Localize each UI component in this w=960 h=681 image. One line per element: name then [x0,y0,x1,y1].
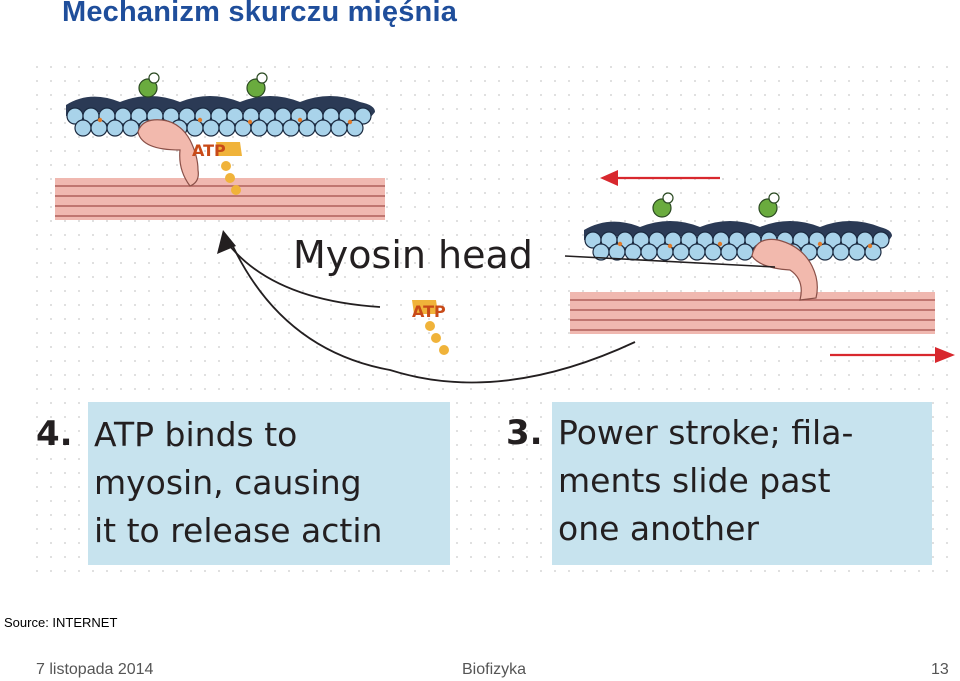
thick-filament-left [55,178,385,220]
step-3-line-2: ments slide past [558,461,831,500]
step-4-caption: 4. ATP binds to myosin, causing it to re… [36,402,450,565]
troponin-complex-right [652,192,780,218]
step-3-caption: 3. Power stroke; fila- ments slide past … [506,402,932,565]
muscle-contraction-diagram: ATP Myosin head [30,60,960,575]
atp-icon: ATP [192,141,242,195]
atp-icon-mid: ATP [412,300,449,355]
myosin-pointer-line [564,255,776,268]
curved-arrow-outer [229,239,636,384]
footer-date: 7 listopada 2014 [36,661,154,678]
step-4-line-1: ATP binds to [94,415,297,454]
thick-filament-right [570,292,935,334]
myosin-head-right-icon [751,238,818,301]
step-3-line-3: one another [558,509,759,548]
step-4-line-2: myosin, causing [94,463,362,502]
atp-label-top: ATP [192,141,226,160]
slide-title: Mechanizm skurczu mięśnia [62,0,458,28]
footer-subject: Biofizyka [462,661,527,678]
page-number: 13 [931,661,949,678]
caption-box-3 [552,402,932,565]
atp-label-mid: ATP [412,302,446,321]
arrow-left-icon [600,170,720,186]
troponin-complex [138,72,268,98]
arrow-right-icon [830,347,955,363]
source-note: Source: INTERNET [4,615,118,630]
myosin-head-icon [137,119,199,187]
step-4-number: 4. [36,414,73,454]
step-3-line-1: Power stroke; fila- [558,413,853,452]
myosin-head-label: Myosin head [293,233,533,277]
step-3-number: 3. [506,413,543,453]
step-4-line-3: it to release actin [94,511,382,550]
caption-box-4 [88,402,450,565]
arrow-head-icon [217,230,236,254]
